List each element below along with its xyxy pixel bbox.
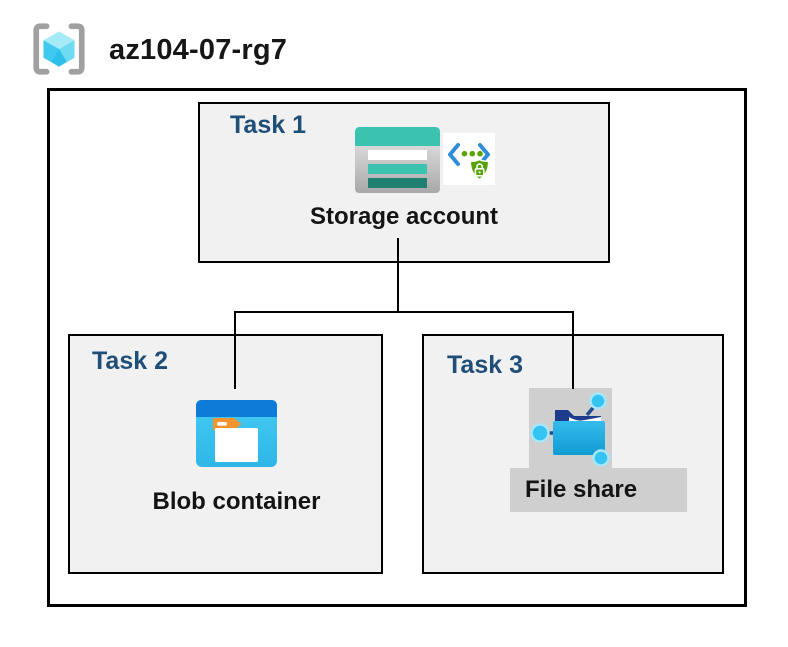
blob-container-label: Blob container bbox=[152, 488, 321, 515]
task3-label: Task 3 bbox=[447, 351, 523, 379]
connector-storage-trunk bbox=[397, 238, 399, 312]
task1-label: Task 1 bbox=[230, 111, 306, 139]
resource-group-name: az104-07-rg7 bbox=[109, 34, 288, 66]
file-share-icon bbox=[530, 392, 610, 467]
connector-to-blob-container bbox=[234, 312, 236, 389]
storage-account-label: Storage account bbox=[309, 203, 499, 230]
resource-group-icon bbox=[33, 23, 85, 75]
file-share-label-highlight: File share bbox=[510, 468, 687, 512]
task2-box: Task 2 Blob container bbox=[68, 334, 383, 574]
private-endpoint-icon bbox=[443, 133, 495, 185]
blob-container-icon bbox=[196, 400, 277, 467]
task2-label: Task 2 bbox=[92, 347, 168, 375]
file-share-label: File share bbox=[525, 476, 638, 503]
connector-horizontal bbox=[234, 311, 574, 313]
storage-account-icon bbox=[355, 127, 440, 193]
connector-to-file-share bbox=[572, 312, 574, 389]
file-share-icon-highlight bbox=[529, 388, 612, 468]
task1-box: Task 1 Storage account bbox=[198, 102, 610, 263]
